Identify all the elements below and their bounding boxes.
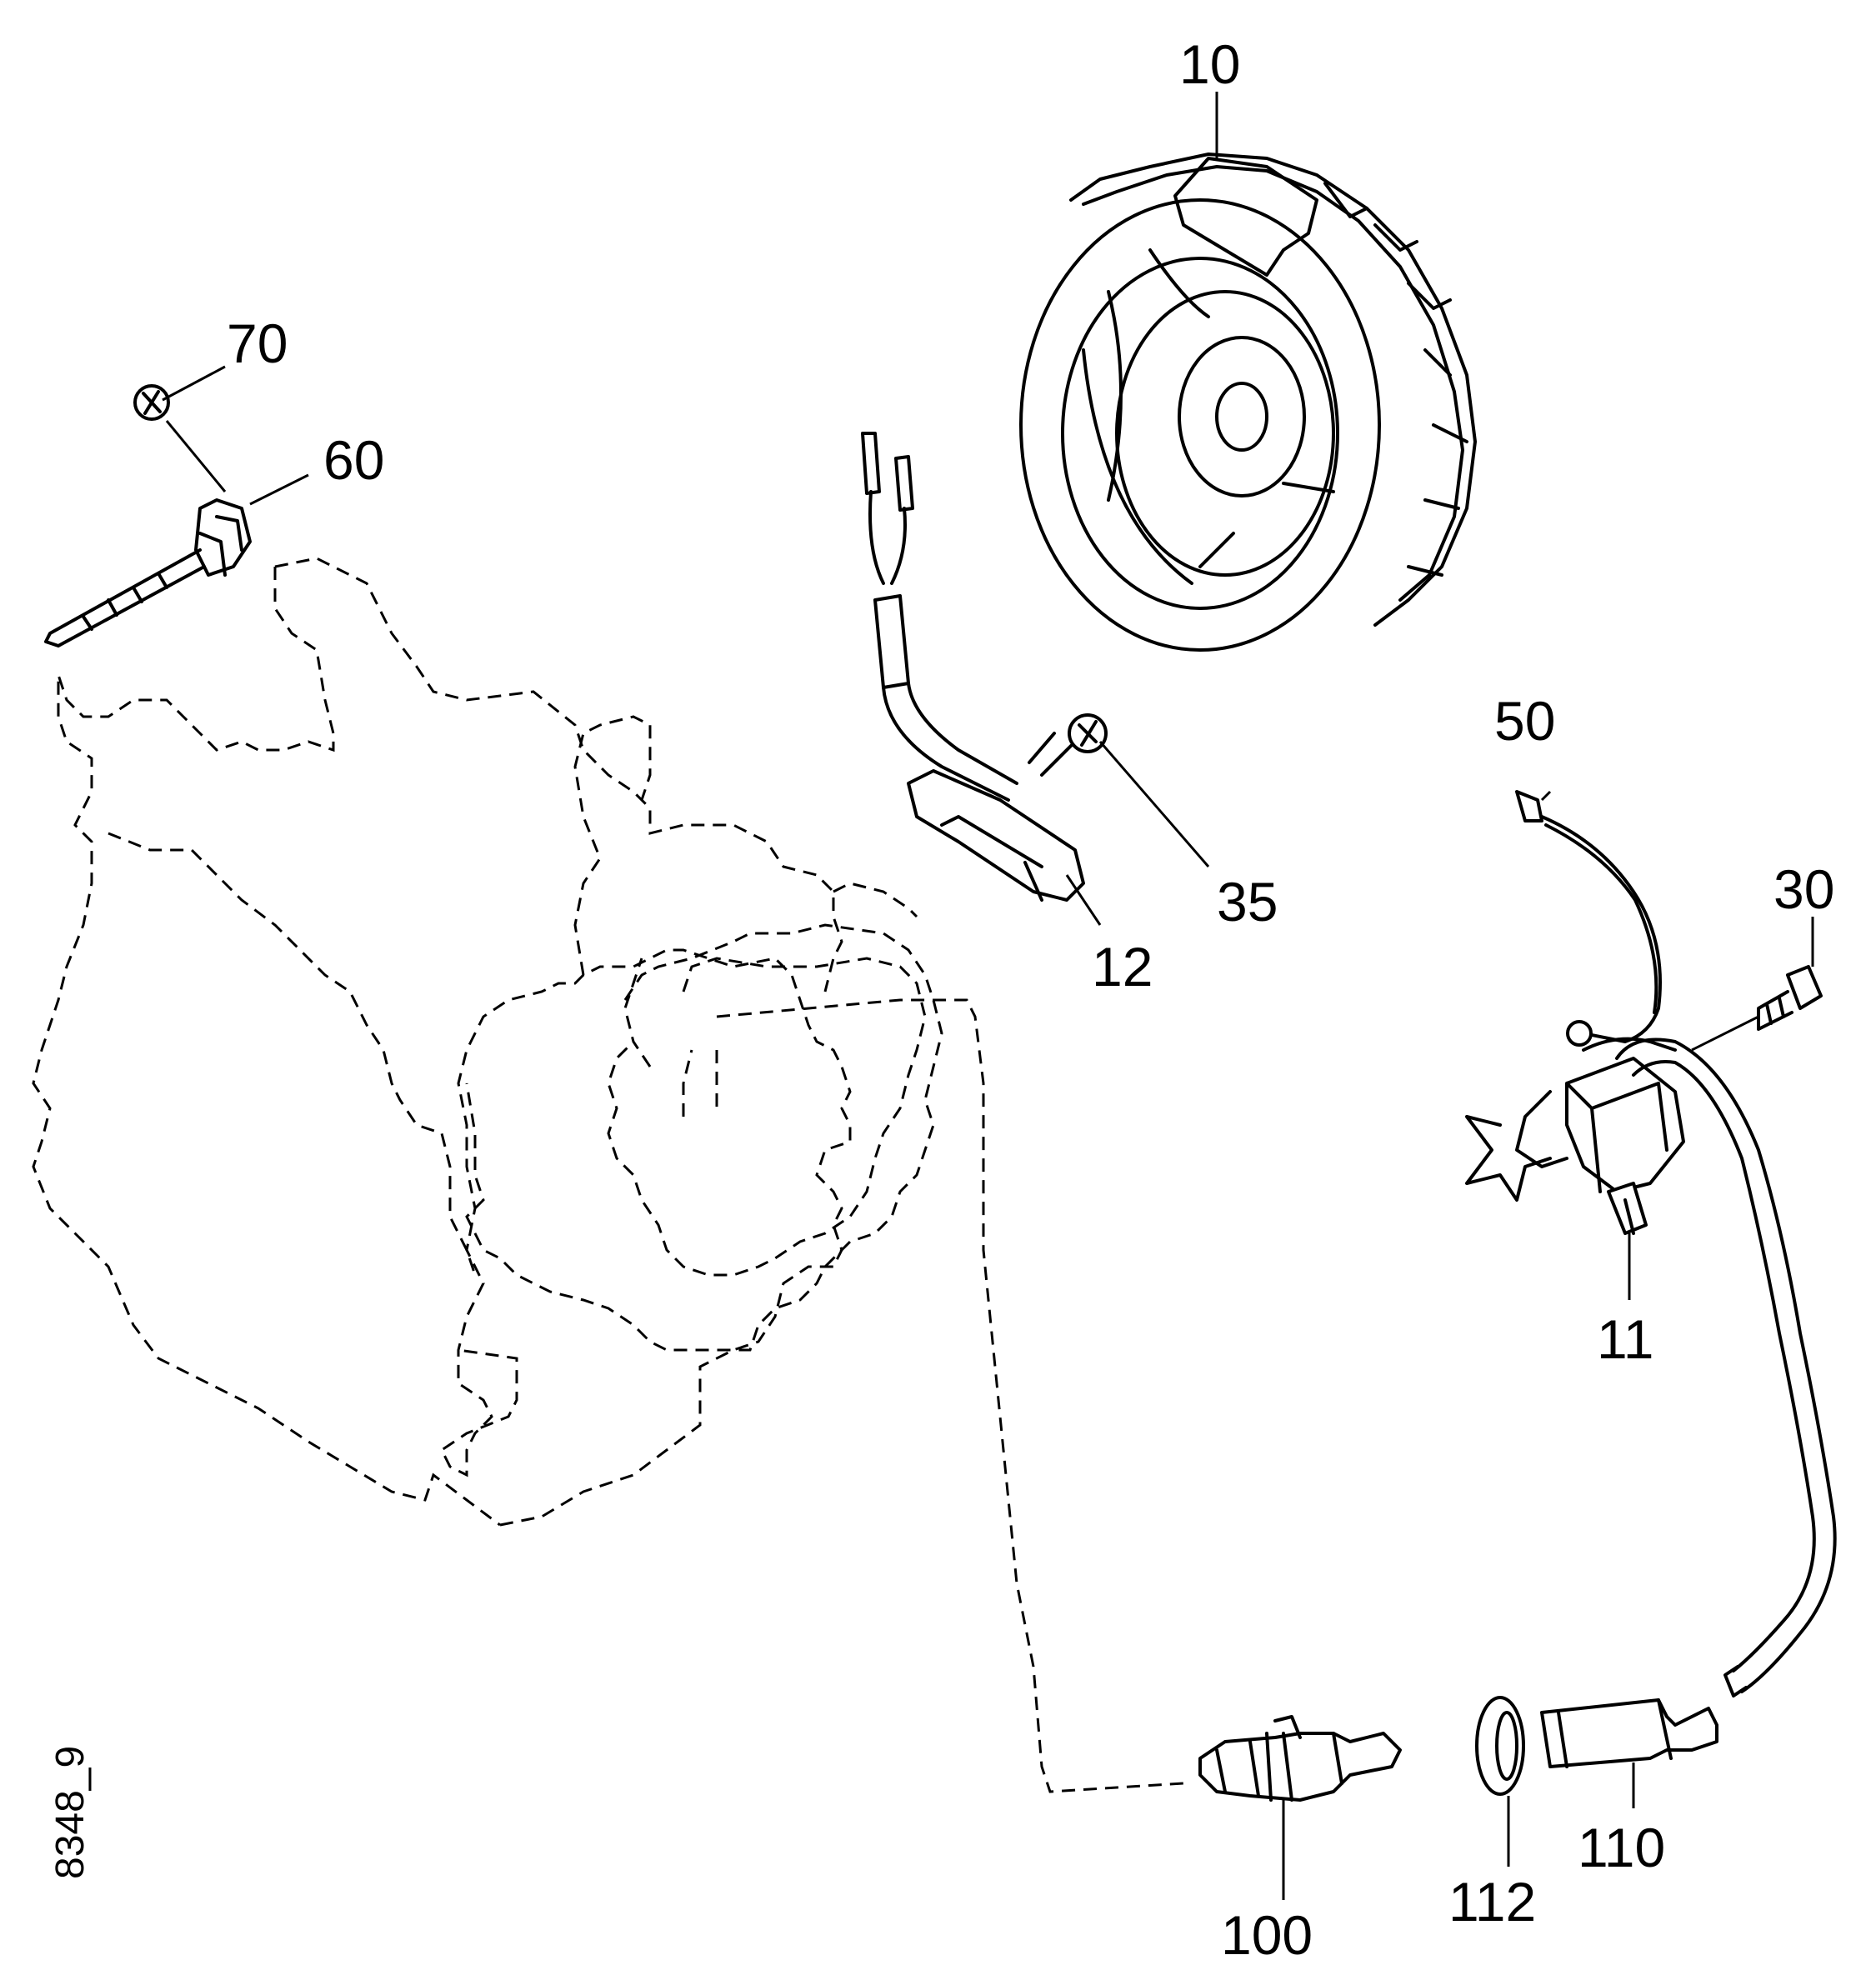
callout-12: 12: [1092, 936, 1153, 998]
screw-70: [133, 384, 170, 421]
callout-labels: 10 70 60 50 35 12 30 11 100 112 110 8348…: [48, 33, 1834, 1966]
clamp-60: [44, 498, 252, 648]
pickup-12: [861, 432, 1085, 902]
callout-70: 70: [227, 312, 288, 374]
callout-100: 100: [1221, 1904, 1313, 1966]
ignition-coil-11: [1465, 1037, 1685, 1235]
callout-112: 112: [1448, 1871, 1536, 1932]
callout-110: 110: [1578, 1817, 1665, 1878]
callout-60: 60: [323, 429, 384, 491]
callout-50: 50: [1494, 690, 1555, 752]
washer-112: [1475, 1696, 1525, 1796]
callout-30: 30: [1773, 858, 1834, 920]
callout-11: 11: [1597, 1308, 1654, 1370]
ht-lead: [1615, 1038, 1837, 1698]
ground-wire-50: [1515, 790, 1662, 1047]
flywheel: [1019, 152, 1477, 652]
callout-35: 35: [1217, 871, 1278, 932]
callout-10: 10: [1179, 33, 1240, 95]
screw-30: [1757, 965, 1823, 1031]
spark-plug-cap-110: [1540, 1698, 1718, 1768]
drawing-code: 8348_9: [48, 1746, 93, 1879]
leader-lines: [162, 92, 1814, 1900]
screw-35: [1028, 713, 1108, 777]
spark-plug-100: [1198, 1715, 1402, 1802]
engine-block-outline: [32, 557, 1184, 1793]
